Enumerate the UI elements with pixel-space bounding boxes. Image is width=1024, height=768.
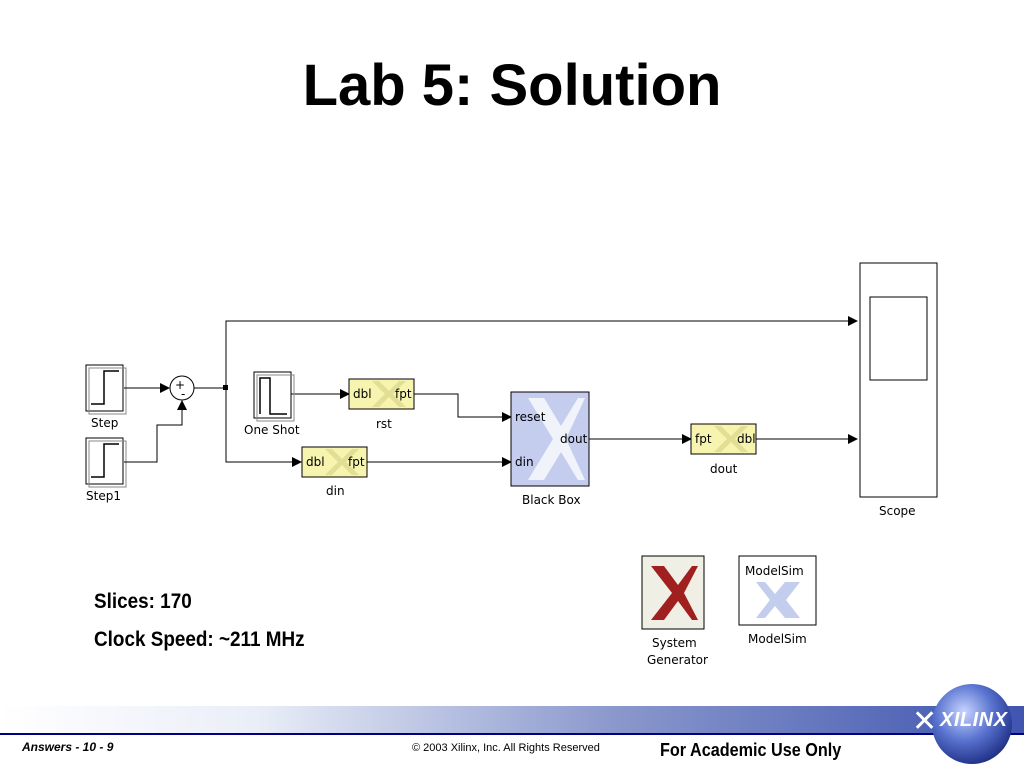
- wire-to-din-gateway: [225, 388, 302, 467]
- footer-divider: [0, 733, 1024, 735]
- din-dbl-port: dbl: [306, 455, 325, 469]
- xilinx-x-icon: ✕: [912, 704, 938, 739]
- rst-gateway-block[interactable]: dbl fpt: [348, 378, 415, 410]
- one-shot-label: One Shot: [244, 423, 300, 437]
- slide-title: Lab 5: Solution: [302, 53, 722, 118]
- rst-fpt-port: fpt: [395, 387, 412, 401]
- dout-dbl-port: dbl: [737, 432, 756, 446]
- step-label: Step: [91, 416, 118, 430]
- xilinx-logo: XILINX: [940, 709, 1008, 731]
- dout-label: dout: [710, 462, 738, 476]
- bb-din-port: din: [515, 455, 534, 469]
- sysgen-label-line1: System: [652, 636, 697, 650]
- academic-notice: For Academic Use Only: [660, 740, 842, 760]
- slices-stat: Slices: 170: [94, 590, 192, 613]
- rst-label: rst: [376, 417, 392, 431]
- wires: [124, 316, 858, 467]
- modelsim-block[interactable]: ModelSim: [738, 555, 817, 626]
- din-label: din: [326, 484, 345, 498]
- one-shot-block[interactable]: [253, 371, 295, 422]
- rst-dbl-port: dbl: [353, 387, 372, 401]
- din-gateway-block[interactable]: dbl fpt: [301, 446, 368, 478]
- step1-label: Step1: [86, 489, 121, 503]
- din-fpt-port: fpt: [348, 455, 365, 469]
- dout-gateway-block[interactable]: fpt dbl: [690, 423, 757, 455]
- xilinx-globe-icon: [932, 684, 1012, 764]
- branch-point: [223, 385, 228, 390]
- simulink-diagram: Step Step1 + - One Shot dbl fpt: [85, 262, 938, 667]
- wire-step1-to-sum: [124, 400, 187, 463]
- black-box-block[interactable]: reset din dout: [510, 391, 590, 487]
- clock-speed-stat: Clock Speed: ~211 MHz: [94, 628, 305, 651]
- footer-bar: [0, 706, 1024, 734]
- modelsim-inner-label: ModelSim: [745, 564, 804, 578]
- sum-block[interactable]: + -: [169, 375, 195, 401]
- sum-plus-sign: +: [175, 378, 185, 392]
- sysgen-label-line2: Generator: [647, 653, 708, 667]
- system-generator-block[interactable]: [641, 555, 705, 630]
- sum-minus-sign: -: [181, 387, 185, 401]
- black-box-label: Black Box: [522, 493, 581, 507]
- copyright: © 2003 Xilinx, Inc. All Rights Reserved: [412, 742, 600, 754]
- bb-reset-port: reset: [515, 410, 546, 424]
- scope-block[interactable]: [859, 262, 938, 498]
- step-block[interactable]: [85, 364, 127, 415]
- page-number: Answers - 10 - 9: [22, 740, 114, 754]
- wire-to-scope-top: [225, 316, 858, 388]
- dout-fpt-port: fpt: [695, 432, 712, 446]
- scope-label: Scope: [879, 504, 916, 518]
- step1-block[interactable]: [85, 437, 127, 488]
- modelsim-label: ModelSim: [748, 632, 807, 646]
- bb-dout-port: dout: [560, 432, 588, 446]
- wire-rst-to-reset: [414, 393, 512, 422]
